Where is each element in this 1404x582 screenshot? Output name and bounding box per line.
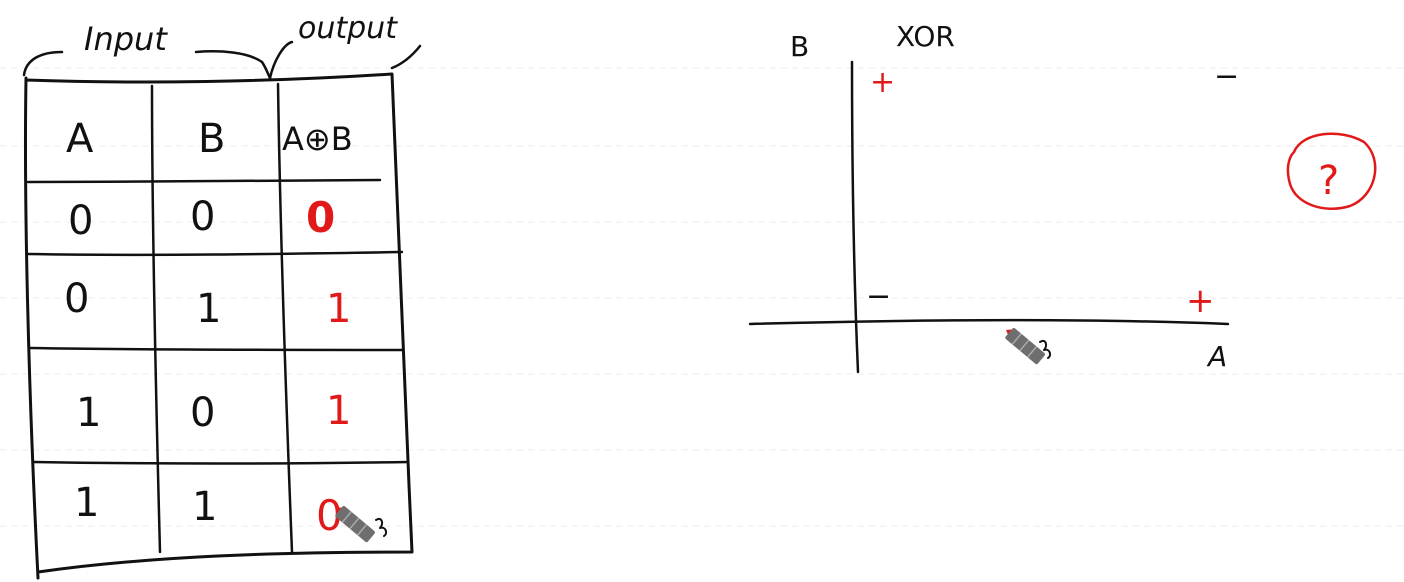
row-divider-3 [32,460,410,465]
header-b: B [198,116,225,162]
table-frame [24,72,414,580]
pen-cursor-icon-plot [1005,328,1045,365]
output-label: output [298,11,398,46]
ruled-lines [0,67,1404,527]
y-axis [850,60,860,374]
pen-squiggle [375,518,388,537]
row-divider-2 [28,346,404,352]
input-label: Input [84,20,168,58]
cell-r1-a: 0 [68,198,93,244]
cell-r4-b: 1 [192,484,217,530]
input-brace [22,50,272,80]
pen-cursor-icon [335,506,375,543]
x-axis-label: A [1206,340,1227,373]
truth-table: Input output A B A⊕B 0 0 0 0 1 1 1 0 1 1… [22,11,422,580]
cell-r3-out: 1 [326,388,351,434]
row-divider-1 [26,250,404,257]
plot-title: XOR [896,20,955,53]
cell-r2-a: 0 [64,276,89,322]
point-bottom-right: + [1186,281,1215,321]
row-divider-header [26,178,382,184]
cell-r3-b: 0 [190,390,215,436]
cell-r3-a: 1 [76,390,101,436]
point-top-left: + [870,65,895,100]
header-a-xor-b: A⊕B [282,120,353,158]
question-circle [1286,132,1377,211]
cell-r2-out: 1 [326,286,351,332]
point-bottom-left: − [866,279,891,314]
column-divider-2 [276,82,294,554]
pen-squiggle-plot [1039,340,1052,359]
xor-plot: XOR B A + − − + ? [748,20,1377,374]
y-axis-label: B [790,30,809,63]
cell-r1-out: 0 [306,193,335,242]
column-divider-1 [150,84,162,554]
point-top-right: − [1214,59,1239,94]
cell-r4-a: 1 [74,480,99,526]
question-mark: ? [1318,158,1339,204]
cell-r1-b: 0 [190,194,215,240]
x-axis [748,318,1230,326]
header-a: A [66,116,94,162]
output-brace [268,40,422,80]
cell-r2-b: 1 [196,286,221,332]
